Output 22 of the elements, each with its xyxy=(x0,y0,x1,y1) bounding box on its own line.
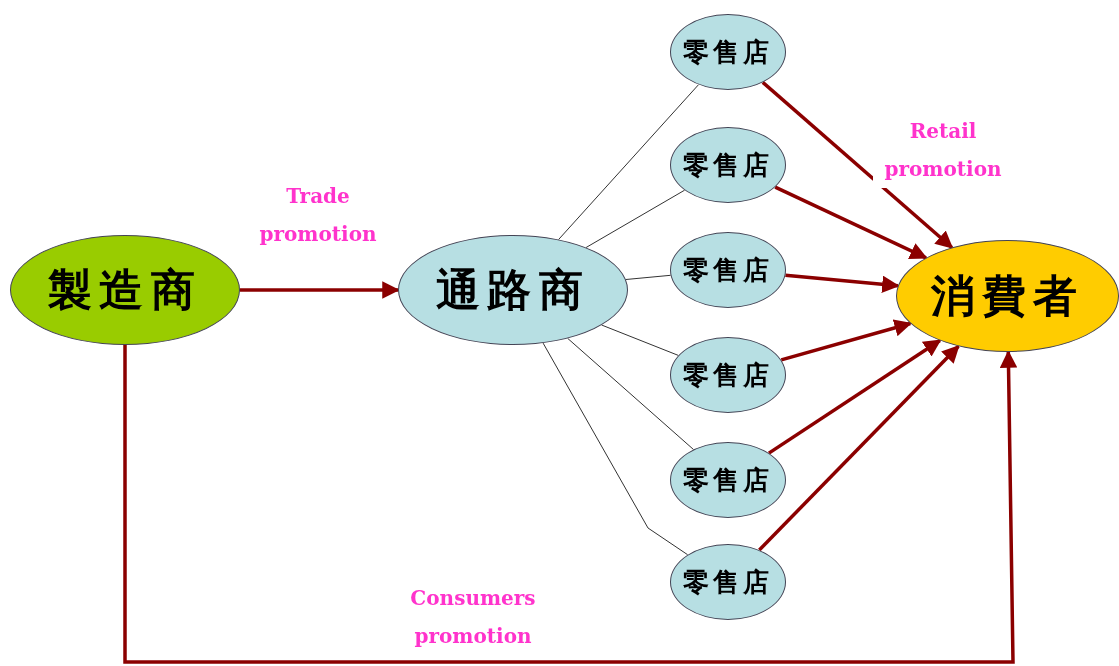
arrow xyxy=(240,281,400,299)
arrow xyxy=(780,319,912,362)
node-label: 零售店 xyxy=(682,148,774,182)
arrow xyxy=(123,345,1018,664)
connector-line xyxy=(585,189,686,248)
node-label: 零售店 xyxy=(682,565,774,599)
arrow xyxy=(774,185,928,260)
connector-line xyxy=(625,274,672,280)
node-label: 通路商 xyxy=(436,262,590,317)
node-label: 零售店 xyxy=(682,35,774,69)
connector-line xyxy=(601,324,679,356)
connector-line xyxy=(558,84,699,240)
node-label: 零售店 xyxy=(682,463,774,497)
arrow xyxy=(758,345,960,552)
node-label: 零售店 xyxy=(682,358,774,392)
node-label: 製造商 xyxy=(48,262,202,317)
connector-line xyxy=(567,337,694,450)
arrow xyxy=(761,81,954,249)
arrow xyxy=(767,339,942,455)
node-label: 零售店 xyxy=(682,253,774,287)
node-label: 消費者 xyxy=(930,268,1085,323)
arrow xyxy=(785,273,900,294)
